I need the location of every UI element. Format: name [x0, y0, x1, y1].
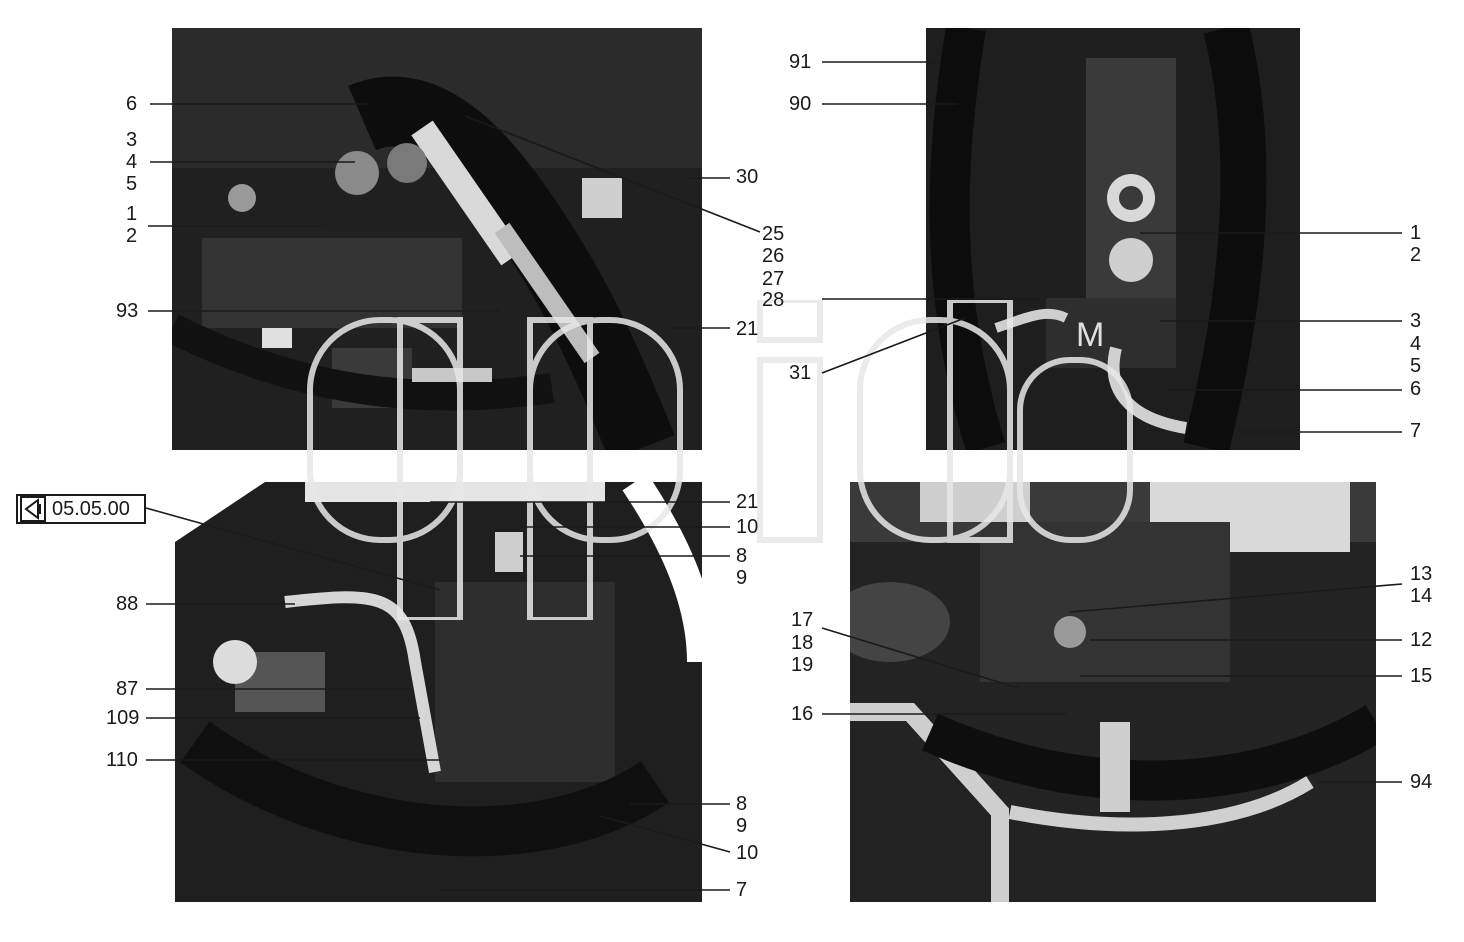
section-reference-code: 05.05.00 [52, 497, 130, 520]
callout-15-br: 15 [1410, 665, 1433, 687]
svg-text:M: M [1076, 316, 1104, 354]
callout-8b-bl: 8 [736, 793, 748, 815]
callout-10-bl: 10 [736, 516, 759, 538]
photo-top-right: M [926, 28, 1300, 450]
callout-8-bl: 8 [736, 545, 748, 567]
callout-2-tl: 2 [126, 225, 138, 247]
callout-10b-bl: 10 [736, 842, 759, 864]
callout-21-bl: 21 [736, 491, 759, 513]
callout-6-tl: 6 [126, 93, 138, 115]
callout-6-tr: 6 [1410, 378, 1422, 400]
callout-5-tr: 5 [1410, 355, 1422, 377]
callout-5-tl: 5 [126, 173, 138, 195]
callout-21-tl: 21 [736, 318, 759, 340]
callout-19-br: 19 [791, 654, 814, 676]
callout-16-br: 16 [791, 703, 814, 725]
photo-bottom-right-illustration [850, 482, 1376, 902]
callout-14-br: 14 [1410, 585, 1433, 607]
callout-90-tr: 90 [789, 93, 812, 115]
callout-17-br: 17 [791, 609, 814, 631]
section-reference-icon [20, 496, 46, 522]
photo-bottom-right [850, 482, 1376, 902]
callout-9-bl: 9 [736, 567, 748, 589]
photo-top-right-illustration: M [926, 28, 1300, 450]
callout-30-tl: 30 [736, 166, 759, 188]
photo-top-left [172, 28, 702, 450]
callout-91-tr: 91 [789, 51, 812, 73]
section-reference-box[interactable]: 05.05.00 [16, 494, 146, 524]
photo-top-left-illustration [172, 28, 702, 450]
callout-110-bl: 110 [106, 749, 138, 771]
photo-bottom-left [175, 482, 702, 902]
callout-4-tr: 4 [1410, 333, 1422, 355]
callout-88-bl: 88 [116, 593, 139, 615]
callout-26-tl: 26 [762, 245, 785, 267]
callout-25-tl: 25 [762, 223, 785, 245]
photo-bottom-left-illustration [175, 482, 702, 902]
callout-27-tl: 27 [762, 268, 785, 290]
callout-9b-bl: 9 [736, 815, 748, 837]
callout-1-tr: 1 [1410, 222, 1422, 244]
callout-93-tl: 93 [116, 300, 139, 322]
callout-12-br: 12 [1410, 629, 1433, 651]
callout-3-tr: 3 [1410, 310, 1422, 332]
callout-1-tl: 1 [126, 203, 138, 225]
callout-31-tr: 31 [789, 362, 812, 384]
callout-7-tr: 7 [1410, 420, 1422, 442]
callout-7-bl: 7 [736, 879, 748, 901]
callout-13-br: 13 [1410, 563, 1433, 585]
callout-3-tl: 3 [126, 129, 138, 151]
callout-28-tr: 28 [762, 289, 785, 311]
callout-4-tl: 4 [126, 151, 138, 173]
callout-109-bl: 109 [106, 707, 140, 729]
callout-18-br: 18 [791, 632, 814, 654]
callout-87-bl: 87 [116, 678, 139, 700]
callout-2-tr: 2 [1410, 244, 1422, 266]
callout-94-br: 94 [1410, 771, 1433, 793]
